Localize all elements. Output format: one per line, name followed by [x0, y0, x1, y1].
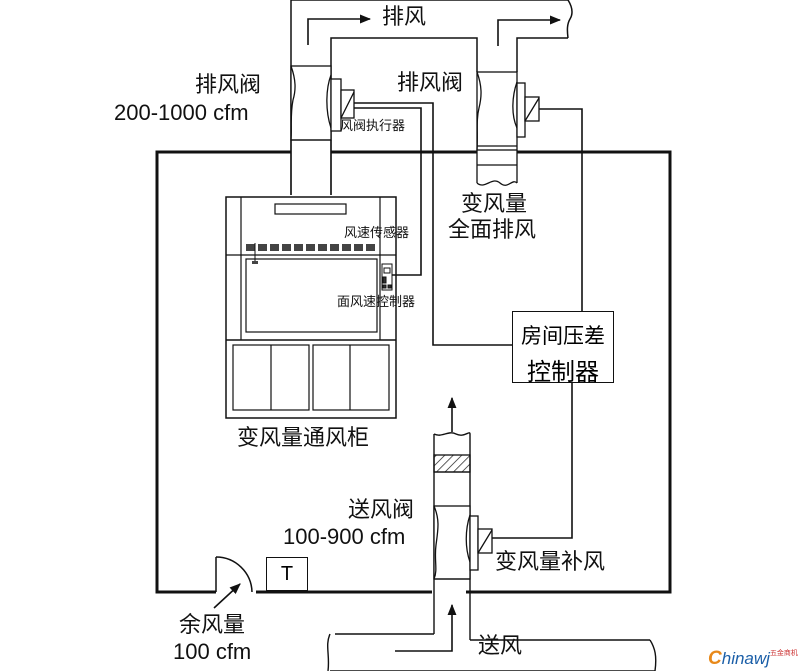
exhaust-flow-arrows	[307, 14, 562, 46]
airflow-sensor-label: 风速传感器	[344, 226, 410, 241]
grille-slot	[294, 244, 303, 251]
watermark-sub: 五金商机网 .com.cn	[769, 650, 798, 657]
face-velocity-controller-label: 面风速控制器	[337, 295, 416, 310]
supply-air-label: 送风	[478, 634, 523, 659]
grille-slot	[366, 244, 375, 251]
room-pressure-controller-label-2: 控制器	[527, 358, 599, 386]
grille-slot	[270, 244, 279, 251]
hood-grille	[246, 244, 375, 251]
watermark-initial: C	[708, 648, 722, 669]
thermostat: T	[266, 557, 308, 591]
watermark-logo: Chinawj五金商机网 .com.cn	[708, 648, 800, 671]
airflow-sensor	[252, 261, 258, 264]
signal-wire-left	[354, 102, 512, 346]
exhaust-valve-left-label: 排风阀	[195, 73, 262, 98]
vav-general-exhaust-label-1: 变风量	[461, 192, 528, 217]
residual-air-arrow	[213, 583, 241, 609]
room-pressure-controller-label-1: 房间压差	[521, 324, 605, 348]
grille-slot	[306, 244, 315, 251]
supply-valve-label: 送风阀	[348, 498, 415, 523]
exhaust-valve-right	[476, 71, 540, 186]
face-velocity-controller-unit	[381, 263, 393, 291]
residual-air-value: 100 cfm	[173, 639, 252, 664]
grille-slot	[246, 244, 255, 251]
grille-slot	[258, 244, 267, 251]
damper-actuator-label: 风阀执行器	[340, 119, 406, 134]
grille-slot	[354, 244, 363, 251]
signal-wire-supply	[489, 381, 573, 539]
residual-air-label: 余风量	[179, 613, 246, 638]
watermark-brand: hinawj	[721, 649, 770, 668]
room-wall	[155, 150, 672, 594]
grille-slot	[282, 244, 291, 251]
vav-general-exhaust-label-2: 全面排风	[448, 218, 537, 243]
supply-valve	[433, 505, 493, 580]
exhaust-valve-right-label: 排风阀	[397, 71, 464, 96]
vav-fume-hood	[225, 196, 397, 419]
signal-wire-right	[539, 108, 583, 311]
supply-valve-range: 100-900 cfm	[283, 524, 406, 549]
supply-flow-arrow-in	[395, 603, 457, 652]
vav-makeup-air-label: 变风量补风	[495, 550, 606, 575]
door-opening	[215, 556, 253, 593]
grille-slot	[342, 244, 351, 251]
grille-slot	[318, 244, 327, 251]
exhaust-air-label: 排风	[382, 5, 427, 30]
exhaust-valve-left	[290, 65, 355, 195]
room-pressure-controller: 房间压差 控制器	[512, 311, 614, 386]
supply-filter	[433, 454, 471, 473]
vav-fume-hood-label: 变风量通风柜	[237, 426, 370, 451]
exhaust-valve-left-range: 200-1000 cfm	[114, 100, 249, 125]
grille-slot	[330, 244, 339, 251]
